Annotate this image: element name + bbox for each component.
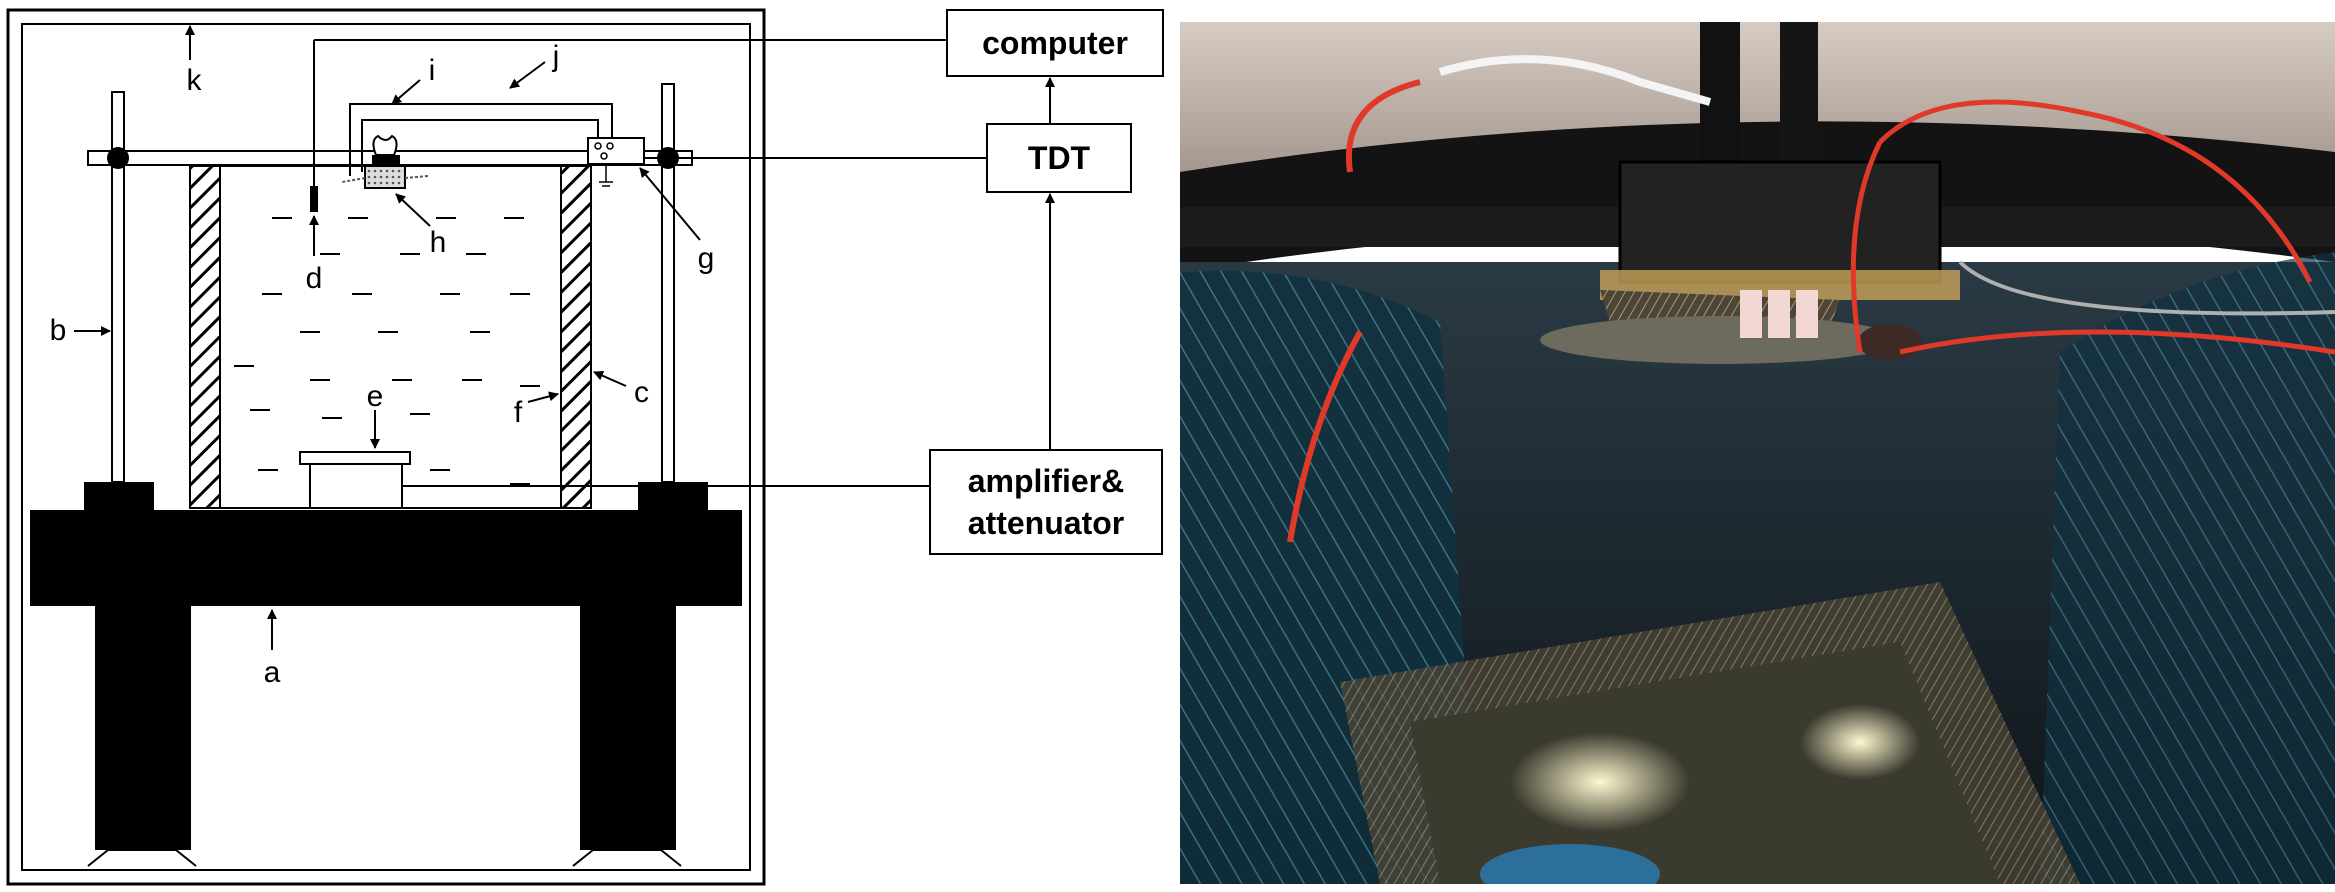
photo-cable-red-3	[1878, 99, 2313, 284]
fish-holder-mesh	[364, 165, 406, 189]
photo-holder-block	[1618, 160, 1942, 284]
amplifier-label-line2: attenuator	[968, 505, 1124, 541]
photo-light-glow-1	[1510, 732, 1690, 832]
label-b: b	[50, 314, 67, 347]
foot-left	[87, 849, 197, 867]
photo-cable-grey	[1958, 260, 2335, 316]
tdt-box	[986, 123, 1132, 193]
photo-cable-red-2	[1287, 330, 1363, 543]
electrode-wire-inner	[361, 119, 599, 172]
clamp-left	[107, 147, 129, 169]
electrode-wire-outer	[349, 103, 613, 176]
label-g: g	[698, 242, 715, 275]
stand-pole-right	[661, 83, 675, 483]
photo-cable-red-1	[1345, 79, 1421, 173]
label-e: e	[367, 380, 384, 413]
fish-holder-clamp	[372, 155, 400, 166]
photo-cable-red-4	[1850, 140, 1883, 353]
table-top	[30, 510, 742, 606]
label-j: j	[552, 40, 560, 73]
arrow-i	[391, 79, 421, 105]
amplifier-label-line1: amplifier&	[968, 463, 1124, 499]
photo-cable-white	[1438, 55, 1712, 106]
tdt-label: TDT	[1028, 140, 1091, 176]
photo-blue-bowl	[1480, 844, 1660, 884]
setup-photograph	[1180, 22, 2335, 884]
amplifier-attenuator-box	[929, 449, 1163, 555]
label-i: i	[429, 54, 436, 87]
tank-wall-left	[189, 165, 221, 509]
arrow-h	[395, 193, 431, 227]
arrow-c	[593, 371, 627, 387]
preamplifier	[587, 137, 645, 165]
electrode-holder	[372, 134, 398, 156]
underwater-speaker-body	[309, 463, 403, 509]
photo-cable-red-5	[1899, 329, 2335, 355]
foot-right	[572, 849, 682, 867]
computer-label: computer	[982, 25, 1128, 61]
outer-enclosure	[6, 8, 766, 886]
label-k: k	[187, 64, 203, 97]
photo-electrode-block-2	[1768, 290, 1790, 338]
stand-base-left	[84, 482, 154, 510]
table-leg-right	[580, 606, 676, 850]
ground-icon	[599, 164, 613, 187]
photo-electrode-block-3	[1796, 290, 1818, 338]
electrode-lead-left	[341, 177, 366, 183]
label-d: d	[306, 262, 323, 295]
tank-wall-right	[560, 165, 592, 509]
photo-fish-body	[1540, 316, 1900, 364]
label-f: f	[514, 396, 523, 429]
label-a: a	[264, 656, 281, 689]
electrode-lead-right	[404, 175, 429, 179]
photo-electrode-block-1	[1740, 290, 1762, 338]
hydrophone	[310, 186, 318, 212]
table-leg-left	[95, 606, 191, 850]
photo-fish-head	[1858, 324, 1922, 360]
underwater-speaker-cap	[299, 451, 411, 465]
photo-light-glow-2	[1800, 704, 1920, 780]
arrow-j	[509, 61, 546, 89]
water-dashes	[234, 217, 540, 485]
computer-box	[946, 9, 1164, 77]
inner-enclosure	[21, 23, 751, 871]
fish-electrode-setup-photo	[1180, 22, 2335, 884]
label-c: c	[634, 376, 649, 409]
photo-tank-wall-right	[2040, 252, 2335, 884]
arrow-g	[639, 167, 701, 241]
stand-pole-left	[111, 91, 125, 483]
label-h: h	[430, 226, 447, 259]
arrow-f	[527, 391, 559, 403]
